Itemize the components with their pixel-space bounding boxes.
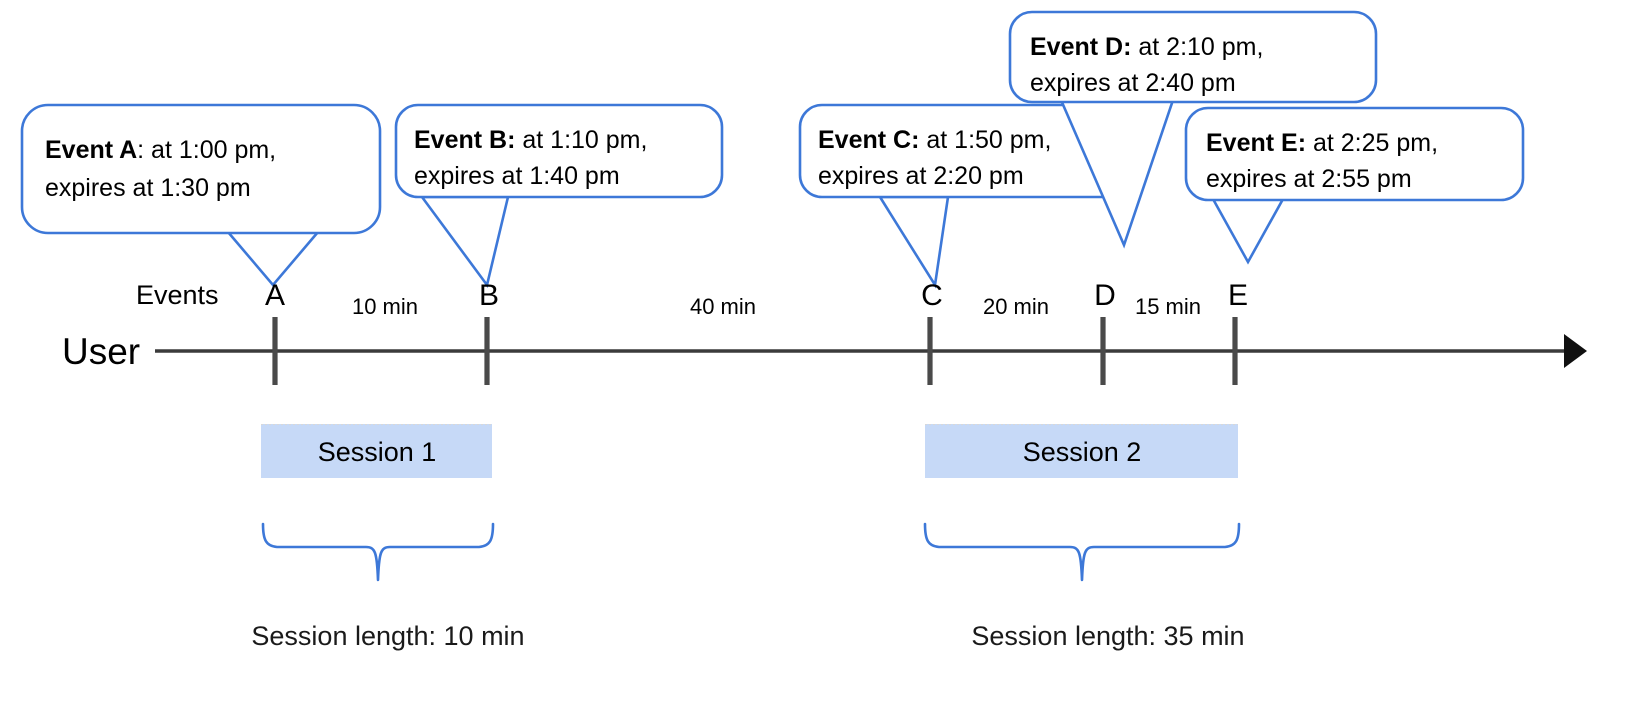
session-1-length-caption: Session length: 10 min	[251, 621, 524, 651]
callout-box-event-e	[1184, 106, 1525, 202]
timeline-arrowhead	[1564, 334, 1587, 368]
callout-line1-event-a: Event A: at 1:00 pm,	[45, 136, 276, 164]
callout-sep-event-a: :	[137, 136, 144, 164]
callout-line1-event-b: Event B: at 1:10 pm,	[414, 126, 647, 154]
event-letter-d: D	[1094, 279, 1116, 312]
callout-tail-event-e	[1210, 197, 1286, 265]
session-2-length-caption: Session length: 35 min	[971, 621, 1244, 651]
session-2-brace	[923, 522, 1241, 582]
callout-line2-event-c: expires at 2:20 pm	[818, 162, 1024, 190]
session-1-bar	[261, 424, 492, 478]
event-letter-b: B	[479, 279, 499, 312]
callout-sep-event-d: :	[1123, 33, 1131, 61]
event-letter-a: A	[265, 279, 285, 312]
callout-rest-event-d: at 2:10 pm,	[1131, 33, 1263, 61]
session-1-label: Session 1	[318, 437, 437, 467]
callout-sep-event-c: :	[911, 126, 919, 154]
session-1-group: Session 1 Session length: 10 min	[251, 424, 525, 651]
session-1-brace	[261, 522, 495, 582]
callout-box-event-b	[394, 103, 724, 199]
callout-lead-event-c: Event C	[818, 126, 911, 154]
event-letter-e: E	[1228, 279, 1248, 312]
callout-line1-event-e: Event E: at 2:25 pm,	[1206, 129, 1438, 157]
callout-tail-event-b	[419, 195, 510, 289]
callout-event-e: Event E: at 2:25 pm, expires at 2:55 pm	[1184, 106, 1525, 265]
callout-sep-event-e: :	[1298, 129, 1306, 157]
axis-events-label: Events	[136, 280, 219, 310]
callout-lead-event-d: Event D	[1030, 33, 1123, 61]
callout-sep-event-b: :	[507, 126, 515, 154]
callout-rest-event-b: at 1:10 pm,	[515, 126, 647, 154]
callout-event-b: Event B: at 1:10 pm, expires at 1:40 pm	[394, 103, 724, 289]
callout-lead-event-a: Event A	[45, 136, 137, 164]
axis-user-label: User	[62, 331, 140, 372]
gap-label-c-d: 20 min	[983, 294, 1049, 319]
session-2-group: Session 2 Session length: 35 min	[923, 424, 1245, 651]
gap-label-b-c: 40 min	[690, 294, 756, 319]
callout-rest-event-e: at 2:25 pm,	[1306, 129, 1438, 157]
callout-line2-event-b: expires at 1:40 pm	[414, 162, 620, 190]
callout-rest-event-a: at 1:00 pm,	[144, 136, 276, 164]
callout-line2-event-d: expires at 2:40 pm	[1030, 69, 1236, 97]
callout-line1-event-c: Event C: at 1:50 pm,	[818, 126, 1051, 154]
callout-line1-event-d: Event D: at 2:10 pm,	[1030, 33, 1263, 61]
callout-lead-event-b: Event B	[414, 126, 507, 154]
callout-rest-event-c: at 1:50 pm,	[919, 126, 1051, 154]
callout-line2-event-e: expires at 2:55 pm	[1206, 165, 1412, 193]
gap-label-a-b: 10 min	[352, 294, 418, 319]
gap-label-d-e: 15 min	[1135, 294, 1201, 319]
callout-event-d: Event D: at 2:10 pm, expires at 2:40 pm	[1008, 10, 1378, 249]
callout-box-event-d	[1008, 10, 1378, 104]
callout-box-event-a	[20, 103, 382, 235]
callout-tail-event-a	[225, 230, 321, 288]
session-2-label: Session 2	[1023, 437, 1142, 467]
event-letter-c: C	[921, 279, 943, 312]
callout-event-a: Event A: at 1:00 pm, expires at 1:30 pm	[20, 103, 382, 288]
callout-tail-event-c	[877, 195, 950, 289]
session-2-bar	[925, 424, 1238, 478]
callout-line2-event-a: expires at 1:30 pm	[45, 174, 251, 202]
callout-event-c: Event C: at 1:50 pm, expires at 2:20 pm	[798, 103, 1138, 289]
callout-lead-event-e: Event E	[1206, 129, 1298, 157]
